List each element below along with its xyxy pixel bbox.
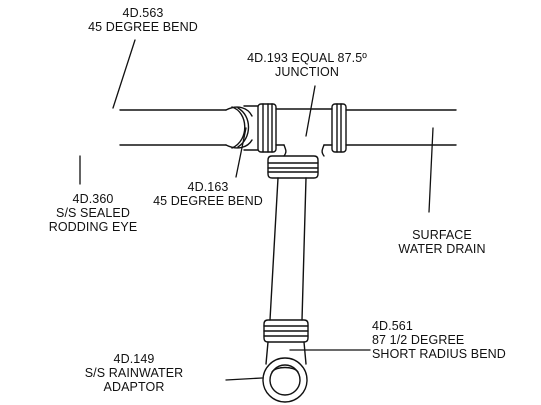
label-line3: ADAPTOR [103,380,165,394]
junction-socket-right [331,103,347,153]
label-surface-water-drain: SURFACE WATER DRAIN [372,228,512,256]
label-line2: S/S SEALED [56,206,130,220]
horizontal-pipe-right [345,109,457,146]
junction-branch-socket [267,155,319,179]
leader-563 [112,39,136,109]
leader-drain [428,127,434,213]
label-45-degree-bend-163: 4D.163 45 DEGREE BEND [138,180,278,208]
bend-561-socket [263,319,309,343]
leader-lines [79,39,434,381]
rainwater-adaptor-149 [262,357,308,403]
label-line3: SHORT RADIUS BEND [372,347,506,361]
label-short-radius-bend-561: 4D.561 87 1/2 DEGREE SHORT RADIUS BEND [372,319,540,361]
label-line2: 87 1/2 DEGREE [372,333,465,347]
label-code: 4D.561 [372,319,413,333]
bend-45-degree-163 [225,105,259,151]
equal-junction-193 [275,108,333,157]
label-code: 4D.149 [113,352,155,366]
label-rainwater-adaptor-149: 4D.149 S/S RAINWATER ADAPTOR [74,352,194,394]
label-code: 4D.163 [187,180,229,194]
leader-149 [225,377,263,381]
label-line1: SURFACE [412,228,472,242]
label-code: 4D.193 EQUAL 87.5º [247,51,367,65]
label-line2: S/S RAINWATER [84,366,184,380]
label-line3: RODDING EYE [48,220,138,234]
label-desc: 45 DEGREE BEND [153,194,263,208]
label-code: 4D.563 [122,6,164,20]
vertical-pipe [269,177,307,321]
short-radius-bend-561 [265,341,307,365]
leader-163 [235,127,247,178]
label-45-degree-bend-563: 4D.563 45 DEGREE BEND [78,6,208,34]
junction-socket-left [257,103,277,153]
label-line2: WATER DRAIN [398,242,486,256]
label-desc: JUNCTION [275,65,339,79]
label-equal-junction-193: 4D.193 EQUAL 87.5º JUNCTION [222,51,392,79]
label-rodding-eye-360: 4D.360 S/S SEALED RODDING EYE [28,192,158,234]
horizontal-pipe-left [119,109,227,146]
label-desc: 45 DEGREE BEND [88,20,198,34]
leader-193 [305,85,316,137]
label-code: 4D.360 [72,192,114,206]
